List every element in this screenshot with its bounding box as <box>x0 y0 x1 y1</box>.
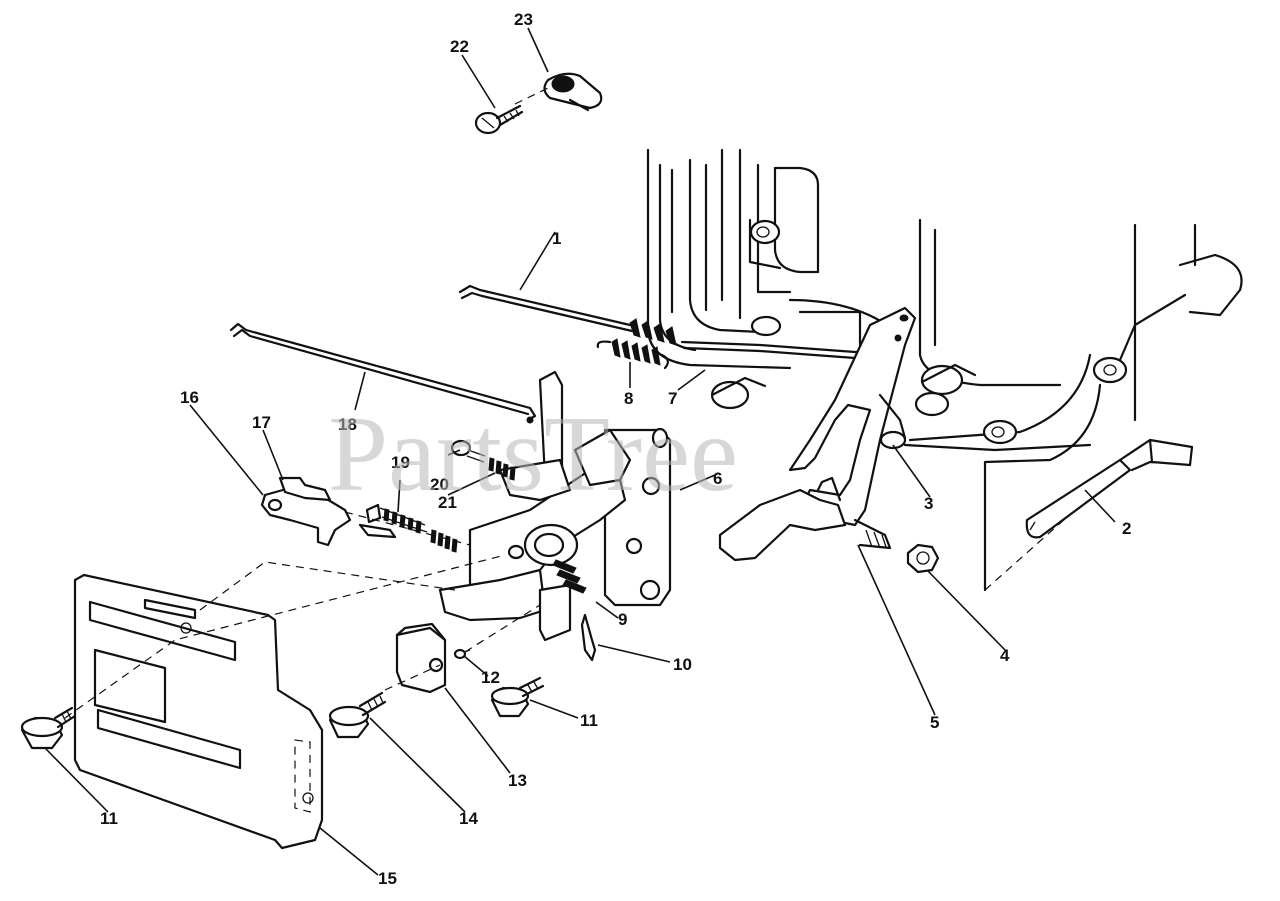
part-18-control-rod <box>229 322 537 422</box>
part-22-screw <box>474 104 524 135</box>
callout-3: 3 <box>924 494 933 513</box>
assembly-lines <box>64 87 549 719</box>
callout-7: 7 <box>668 389 677 408</box>
callout-18: 18 <box>338 415 357 434</box>
part-12-pin <box>453 648 471 660</box>
callout-5: 5 <box>930 713 939 732</box>
part-11-bolt-right <box>490 676 545 718</box>
callout-22: 22 <box>450 37 469 56</box>
callout-9: 9 <box>618 610 627 629</box>
callout-2: 2 <box>1122 519 1131 538</box>
callout-17: 17 <box>252 413 271 432</box>
callout-13: 13 <box>508 771 527 790</box>
callout-21: 21 <box>438 493 457 512</box>
part-13-bracket <box>395 622 447 694</box>
callout-1: 1 <box>552 229 561 248</box>
control-assembly <box>438 370 632 662</box>
callout-20: 20 <box>430 475 449 494</box>
part-17-choke-tab <box>278 476 332 502</box>
part-23-cable-clamp <box>543 72 603 112</box>
callout-11-left: 11 <box>100 809 118 828</box>
callout-8: 8 <box>624 389 633 408</box>
callout-14: 14 <box>459 809 478 828</box>
callout-16: 16 <box>180 388 199 407</box>
part-3-washer <box>879 430 907 450</box>
part-2-governor-shaft <box>1025 438 1194 539</box>
part-21-spring <box>430 457 516 553</box>
callout-11-right: 11 <box>580 711 598 730</box>
callout-6: 6 <box>713 469 722 488</box>
engine-block <box>646 148 1243 592</box>
callout-10: 10 <box>673 655 692 674</box>
callout-labels: 1 2 3 4 5 6 7 8 9 10 11 11 12 13 14 15 1… <box>100 10 1131 888</box>
part-15-cover-plate <box>73 573 324 850</box>
leader-lines <box>44 27 1116 876</box>
part-4-nut <box>906 543 940 574</box>
part-19-idle-screw <box>365 503 428 534</box>
part-5-governor-lever <box>718 306 917 562</box>
watermark: PartsTree <box>328 395 738 514</box>
callout-12: 12 <box>481 668 500 687</box>
part-14-bolt <box>328 691 387 739</box>
part-11-bolt-left <box>20 706 77 750</box>
callout-15: 15 <box>378 869 397 888</box>
callout-4: 4 <box>1000 646 1010 665</box>
callout-19: 19 <box>391 453 410 472</box>
part-8-spring <box>596 338 669 370</box>
callout-23: 23 <box>514 10 533 29</box>
